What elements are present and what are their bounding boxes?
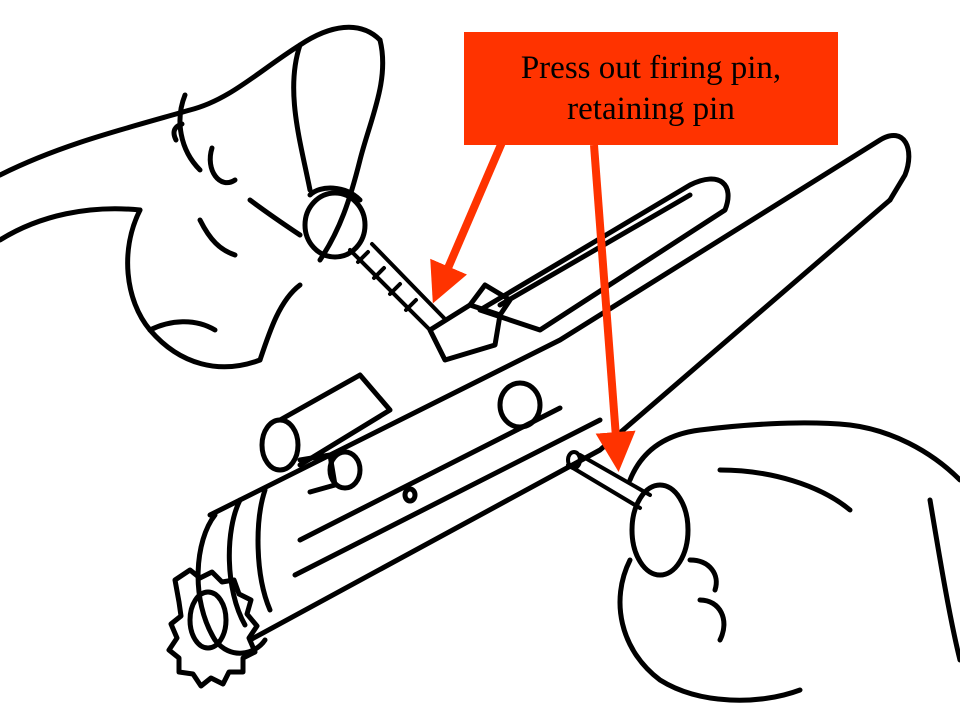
retaining-pin bbox=[566, 450, 652, 510]
bolt-carrier bbox=[166, 133, 912, 689]
arrow-icon bbox=[430, 138, 507, 304]
callout-line-2: retaining pin bbox=[567, 90, 735, 127]
arrow-icon bbox=[590, 144, 636, 472]
callout-box: Press out firing pin, retaining pin bbox=[464, 32, 838, 145]
right-hand bbox=[617, 420, 960, 703]
callout-line-1: Press out firing pin, bbox=[520, 49, 782, 86]
left-hand bbox=[0, 24, 386, 370]
punch-tool bbox=[348, 242, 446, 332]
